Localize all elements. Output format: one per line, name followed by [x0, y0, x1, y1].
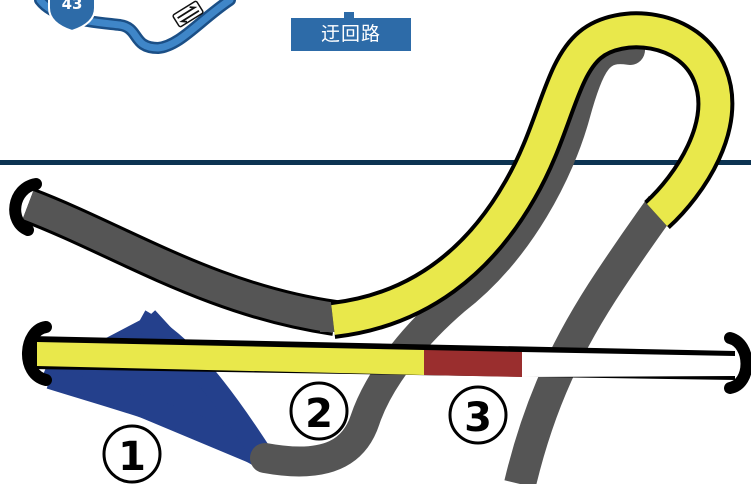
- minimap: 43: [34, 0, 236, 55]
- mainline-east-cap: [724, 332, 751, 394]
- minimap-detour-arrows-icon: [172, 0, 204, 28]
- ramp-marker-1: 1: [102, 424, 162, 484]
- route-shield-number: 43: [62, 0, 83, 13]
- route-shield-icon: 43: [48, 0, 96, 33]
- ramp-marker-3-label: 3: [464, 395, 492, 441]
- gray-ramp-upper: [9, 178, 353, 336]
- mainline-west-cap: [22, 321, 52, 386]
- mainline-road: [22, 321, 751, 394]
- ramp-marker-2-label: 2: [305, 391, 333, 437]
- highlighted-loop: [330, 11, 735, 339]
- ramp-marker-1-label: 1: [118, 434, 146, 480]
- detour-callout: 迂回路: [291, 12, 411, 51]
- mainline-highlight-section: [37, 342, 424, 375]
- ramp-marker-3: 3: [448, 385, 508, 445]
- mainline-open-section: [522, 352, 735, 377]
- mainline-closed-section: [424, 350, 522, 377]
- detour-callout-tail: [344, 12, 354, 20]
- detour-label: 迂回路: [291, 18, 411, 51]
- ramp-marker-2: 2: [289, 381, 349, 441]
- ramp-3-road: [504, 195, 676, 484]
- west-end-cap: [9, 178, 42, 236]
- mainline-divider: [0, 160, 751, 165]
